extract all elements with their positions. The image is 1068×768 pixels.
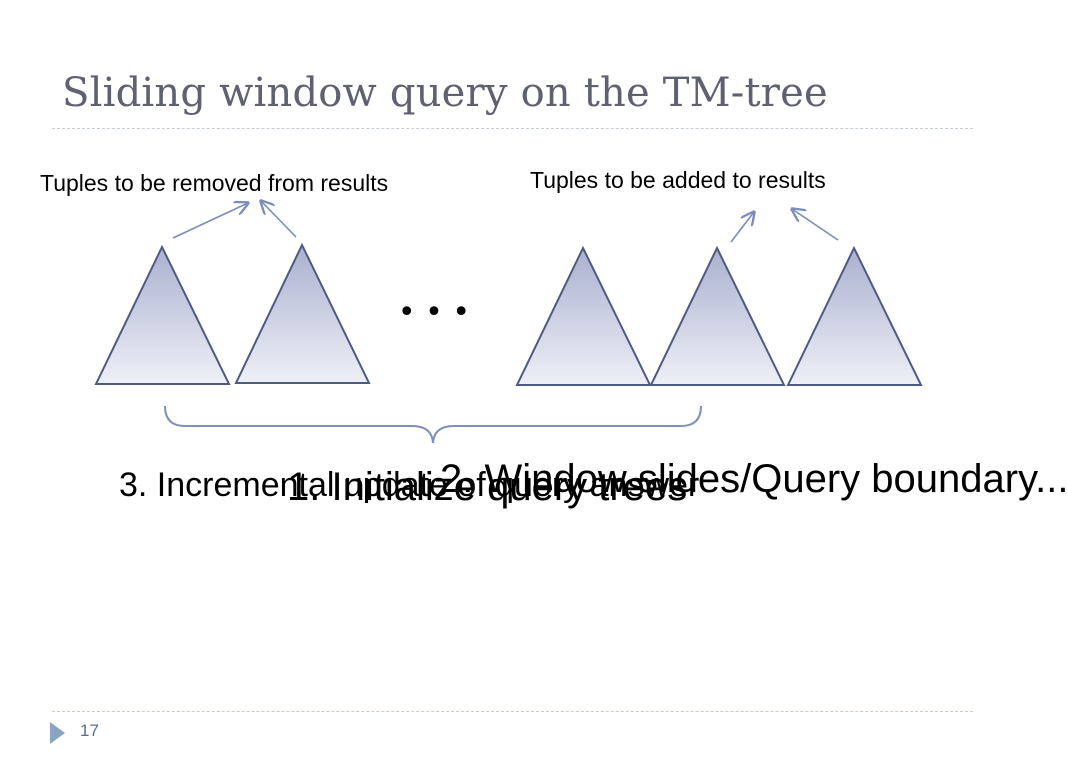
- tree-1: [94, 244, 231, 385]
- label-tuples-removed: Tuples to be removed from results: [40, 170, 389, 196]
- tree-3: [515, 245, 652, 386]
- tree-4: [649, 245, 786, 386]
- arrow-removed-1: [172, 203, 248, 239]
- tree-2: [234, 242, 371, 384]
- step-3-label: 3. Incremental update of query answer: [119, 466, 700, 504]
- ellipsis: • • •: [398, 295, 470, 330]
- tm-tree-diagram: • • •: [94, 0, 923, 444]
- arrow-added-2: [792, 209, 839, 241]
- window-brace: [164, 405, 702, 444]
- page-number: 17: [80, 721, 99, 740]
- title-divider: [52, 128, 973, 129]
- triangle-arrow-icon: [50, 722, 65, 744]
- tree-5: [786, 245, 923, 386]
- arrow-added-1: [730, 212, 754, 243]
- step-1-label: 1. Initialize query trees: [287, 465, 688, 509]
- overlapping-step-labels: 3. Incremental update of query answer 1.…: [0, 457, 1068, 513]
- slide: Sliding window query on the TM-tree Tupl…: [0, 0, 1068, 744]
- slide-title: Sliding window query on the TM-tree: [62, 70, 828, 116]
- label-tuples-added: Tuples to be added to results: [530, 167, 826, 193]
- step-2-label: 2. Window slides/Query boundary...: [440, 457, 1068, 501]
- footer-divider: [52, 711, 973, 712]
- arrow-removed-2: [261, 201, 297, 238]
